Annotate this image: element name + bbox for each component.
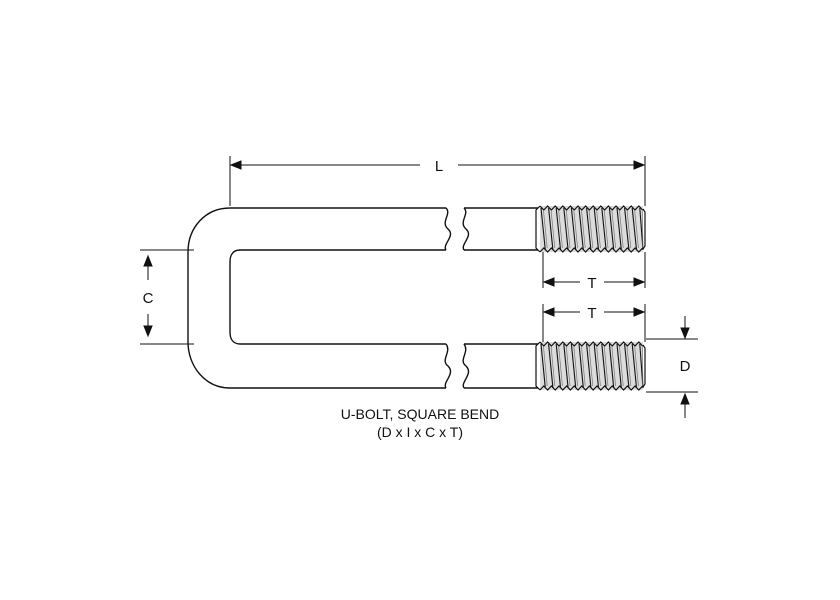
arrow-t-top-left: [542, 277, 555, 287]
arrow-d-down: [680, 327, 690, 340]
break-mark-top-left: [444, 207, 452, 251]
arrow-l-left: [229, 160, 242, 170]
label-thread-bottom: T: [587, 305, 596, 322]
label-center: C: [143, 290, 154, 307]
arrow-l-right: [633, 160, 646, 170]
break-mark-top-right: [462, 207, 470, 251]
inner-bend: [229, 249, 241, 345]
caption-formula: (D x I x C x T): [376, 424, 464, 440]
break-mark-bottom-left: [444, 343, 452, 389]
thread-top: [535, 205, 646, 253]
arrow-c-up: [143, 254, 153, 267]
label-diameter: D: [680, 358, 691, 375]
thread-bottom: [535, 341, 646, 391]
break-mark-bottom-right: [462, 343, 470, 389]
arrow-t-top-right: [633, 277, 646, 287]
label-thread-top: T: [587, 275, 596, 292]
caption-title: U-BOLT, SQUARE BEND: [340, 406, 500, 422]
arrow-t-bottom-right: [633, 307, 646, 317]
arrow-c-down: [143, 325, 153, 338]
bottom-leg-shank: [464, 343, 538, 389]
arrow-t-bottom-left: [542, 307, 555, 317]
label-length: L: [435, 158, 443, 175]
outer-bend: [187, 207, 231, 389]
arrow-d-up: [680, 392, 690, 405]
dimension-lines: [140, 156, 698, 418]
bolt-body: [187, 207, 538, 389]
top-leg-shank: [464, 207, 538, 251]
